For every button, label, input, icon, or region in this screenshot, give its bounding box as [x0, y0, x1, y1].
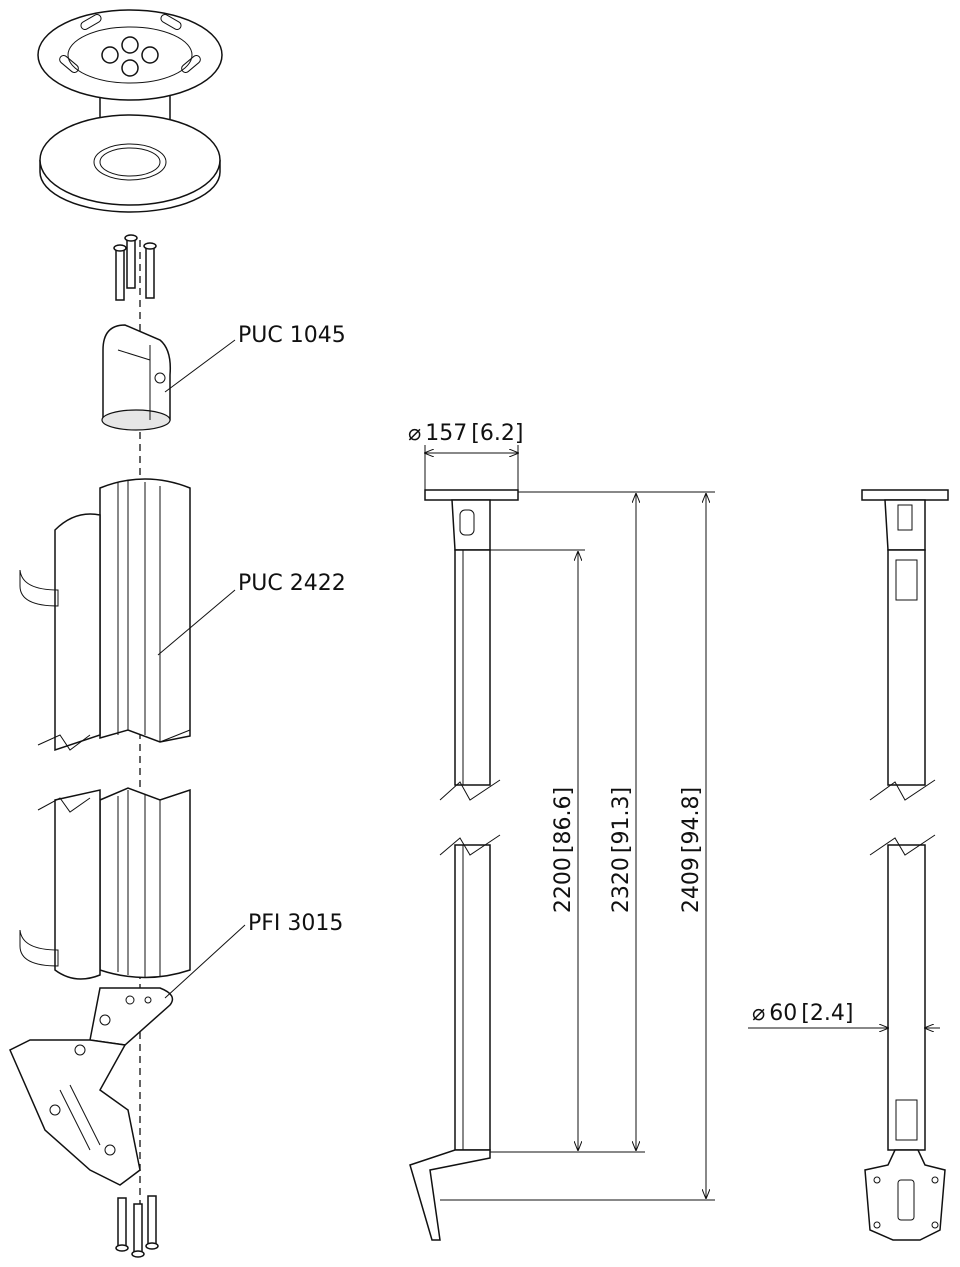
exploded-view: PUC 1045 PUC 2422 [9, 9, 346, 1258]
leader-pole [157, 589, 236, 656]
dim-2320: 2320[91.3] [609, 787, 634, 913]
svg-text:2320[91.3]: 2320[91.3] [609, 787, 634, 913]
leader-bracket [164, 339, 236, 393]
bolts-top [113, 234, 157, 301]
bracket-part [101, 324, 172, 431]
front-view: ⌀157[6.2] 2200[86.6] 2320[91.3] 2409[94.… [408, 421, 715, 1241]
svg-text:⌀60[2.4]: ⌀60[2.4] [752, 1001, 853, 1026]
dim-2409: 2409[94.8] [679, 787, 704, 913]
dim-2200: 2200[86.6] [551, 787, 576, 913]
pole-part [19, 478, 191, 980]
leader-interface [164, 924, 246, 999]
interface-part [9, 987, 174, 1186]
cover-ring [39, 114, 221, 213]
callout-pfi-3015: PFI 3015 [248, 911, 343, 936]
callout-puc-1045: PUC 1045 [238, 323, 346, 348]
dim-pole-diameter: ⌀60[2.4] [752, 1001, 853, 1026]
svg-text:⌀157[6.2]: ⌀157[6.2] [408, 421, 523, 446]
callout-puc-2422: PUC 2422 [238, 571, 346, 596]
svg-text:2200[86.6]: 2200[86.6] [551, 787, 576, 913]
bolts-bottom [115, 1195, 159, 1258]
dim-plate-diameter: ⌀157[6.2] [408, 421, 523, 446]
svg-text:2409[94.8]: 2409[94.8] [679, 787, 704, 913]
side-view: ⌀60[2.4] [748, 489, 949, 1241]
